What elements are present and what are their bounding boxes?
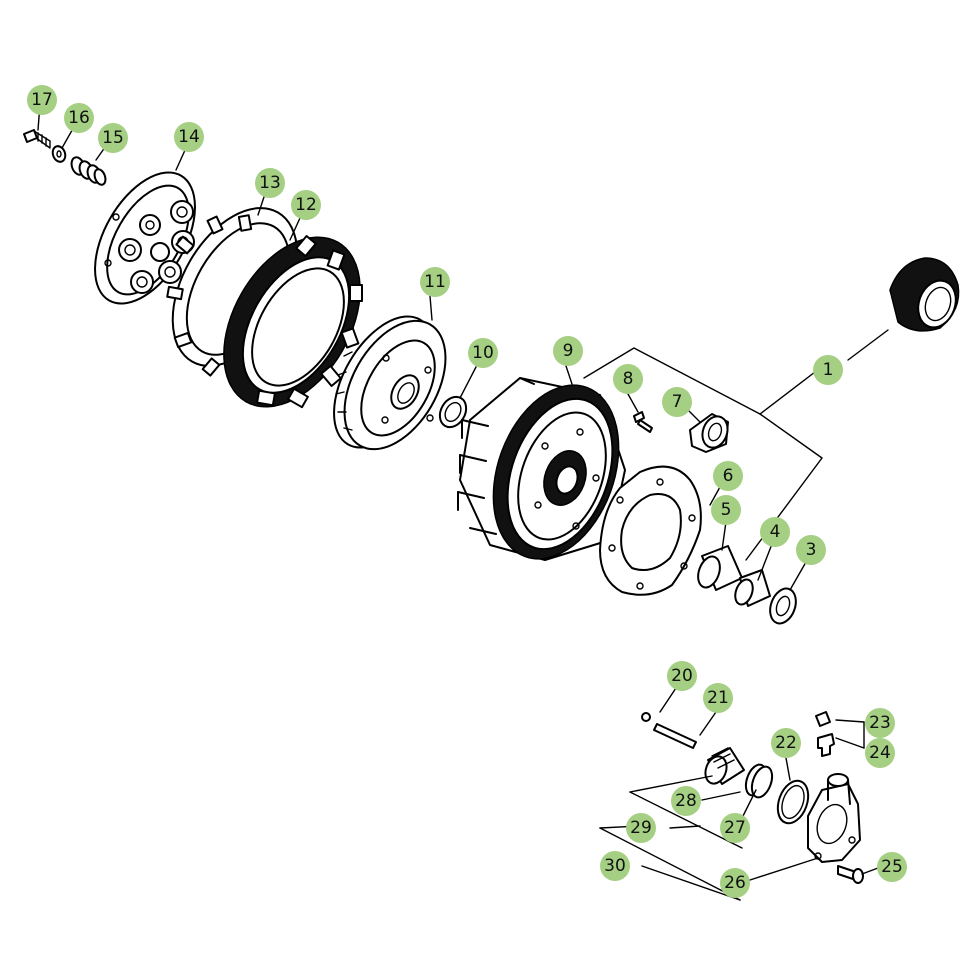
part-22-o-ring <box>776 779 810 825</box>
leader-lines <box>37 103 889 901</box>
part-27-piston-seal <box>744 763 774 799</box>
part-5-needle-bearing <box>697 545 743 591</box>
callout-6: 6 <box>713 461 743 491</box>
svg-text:27: 27 <box>724 818 746 838</box>
svg-text:28: 28 <box>675 791 697 811</box>
part-12-friction-plates <box>223 235 363 409</box>
callout-30: 30 <box>600 851 630 881</box>
svg-text:6: 6 <box>723 466 734 486</box>
part-11-inner-clutch-hub <box>333 315 447 451</box>
part-9-clutch-basket <box>457 377 626 561</box>
svg-text:26: 26 <box>724 873 746 893</box>
svg-text:7: 7 <box>672 392 683 412</box>
part-6-clutch-cover-gasket <box>599 465 702 596</box>
part-1-primary-drive-gear <box>889 257 960 332</box>
callout-11: 11 <box>420 267 450 297</box>
callout-4: 4 <box>760 517 790 547</box>
callout-1: 1 <box>813 355 843 385</box>
svg-text:13: 13 <box>259 173 281 193</box>
callout-5: 5 <box>711 495 741 525</box>
svg-text:1: 1 <box>823 360 834 380</box>
svg-text:12: 12 <box>295 195 317 215</box>
callout-9: 9 <box>553 336 583 366</box>
part-8-screw <box>633 411 653 433</box>
svg-text:25: 25 <box>881 857 903 877</box>
callout-10: 10 <box>468 338 498 368</box>
part-24-fitting <box>817 733 835 757</box>
callout-13: 13 <box>255 168 285 198</box>
part-10-washer <box>438 395 468 429</box>
svg-text:16: 16 <box>68 108 90 128</box>
svg-text:24: 24 <box>869 743 891 763</box>
part-28-piston <box>704 747 745 785</box>
part-21-push-rod <box>653 723 697 749</box>
callout-badges: 17 16 15 14 13 12 11 10 9 8 7 6 5 4 3 1 … <box>27 85 907 898</box>
callout-17: 17 <box>27 85 57 115</box>
callout-23: 23 <box>865 708 895 738</box>
part-7-cam-bushing <box>689 413 729 453</box>
callout-21: 21 <box>703 683 733 713</box>
part-26-slave-cylinder <box>807 773 861 863</box>
part-23-bleed-valve <box>815 711 831 727</box>
svg-text:8: 8 <box>623 369 634 389</box>
callout-26: 26 <box>720 868 750 898</box>
svg-text:4: 4 <box>770 522 781 542</box>
callout-20: 20 <box>667 661 697 691</box>
svg-text:9: 9 <box>563 341 574 361</box>
part-14-pressure-plate <box>94 171 196 305</box>
callout-15: 15 <box>98 123 128 153</box>
callout-16: 16 <box>64 103 94 133</box>
callout-12: 12 <box>291 190 321 220</box>
svg-text:20: 20 <box>671 666 693 686</box>
svg-text:29: 29 <box>630 818 652 838</box>
part-20-ball <box>641 712 651 722</box>
callout-7: 7 <box>662 387 692 417</box>
callout-22: 22 <box>771 728 801 758</box>
svg-text:3: 3 <box>806 540 817 560</box>
callout-8: 8 <box>613 364 643 394</box>
svg-text:11: 11 <box>424 272 446 292</box>
callout-27: 27 <box>720 813 750 843</box>
callout-24: 24 <box>865 738 895 768</box>
part-3-thrust-washer <box>769 587 797 625</box>
svg-text:14: 14 <box>178 127 200 147</box>
part-16-washer <box>51 145 67 163</box>
part-4-bushing <box>734 569 771 607</box>
callout-3: 3 <box>796 535 826 565</box>
callout-29: 29 <box>626 813 656 843</box>
svg-text:5: 5 <box>721 500 732 520</box>
svg-text:22: 22 <box>775 733 797 753</box>
callout-14: 14 <box>174 122 204 152</box>
part-15-spring <box>70 156 107 186</box>
svg-text:21: 21 <box>707 688 729 708</box>
svg-text:23: 23 <box>869 713 891 733</box>
part-25-cover-screw <box>837 865 864 884</box>
svg-text:17: 17 <box>31 90 53 110</box>
part-17-bolt <box>23 129 51 149</box>
svg-text:10: 10 <box>472 343 494 363</box>
callout-25: 25 <box>877 852 907 882</box>
svg-text:30: 30 <box>604 856 626 876</box>
callout-28: 28 <box>671 786 701 816</box>
svg-text:15: 15 <box>102 128 124 148</box>
